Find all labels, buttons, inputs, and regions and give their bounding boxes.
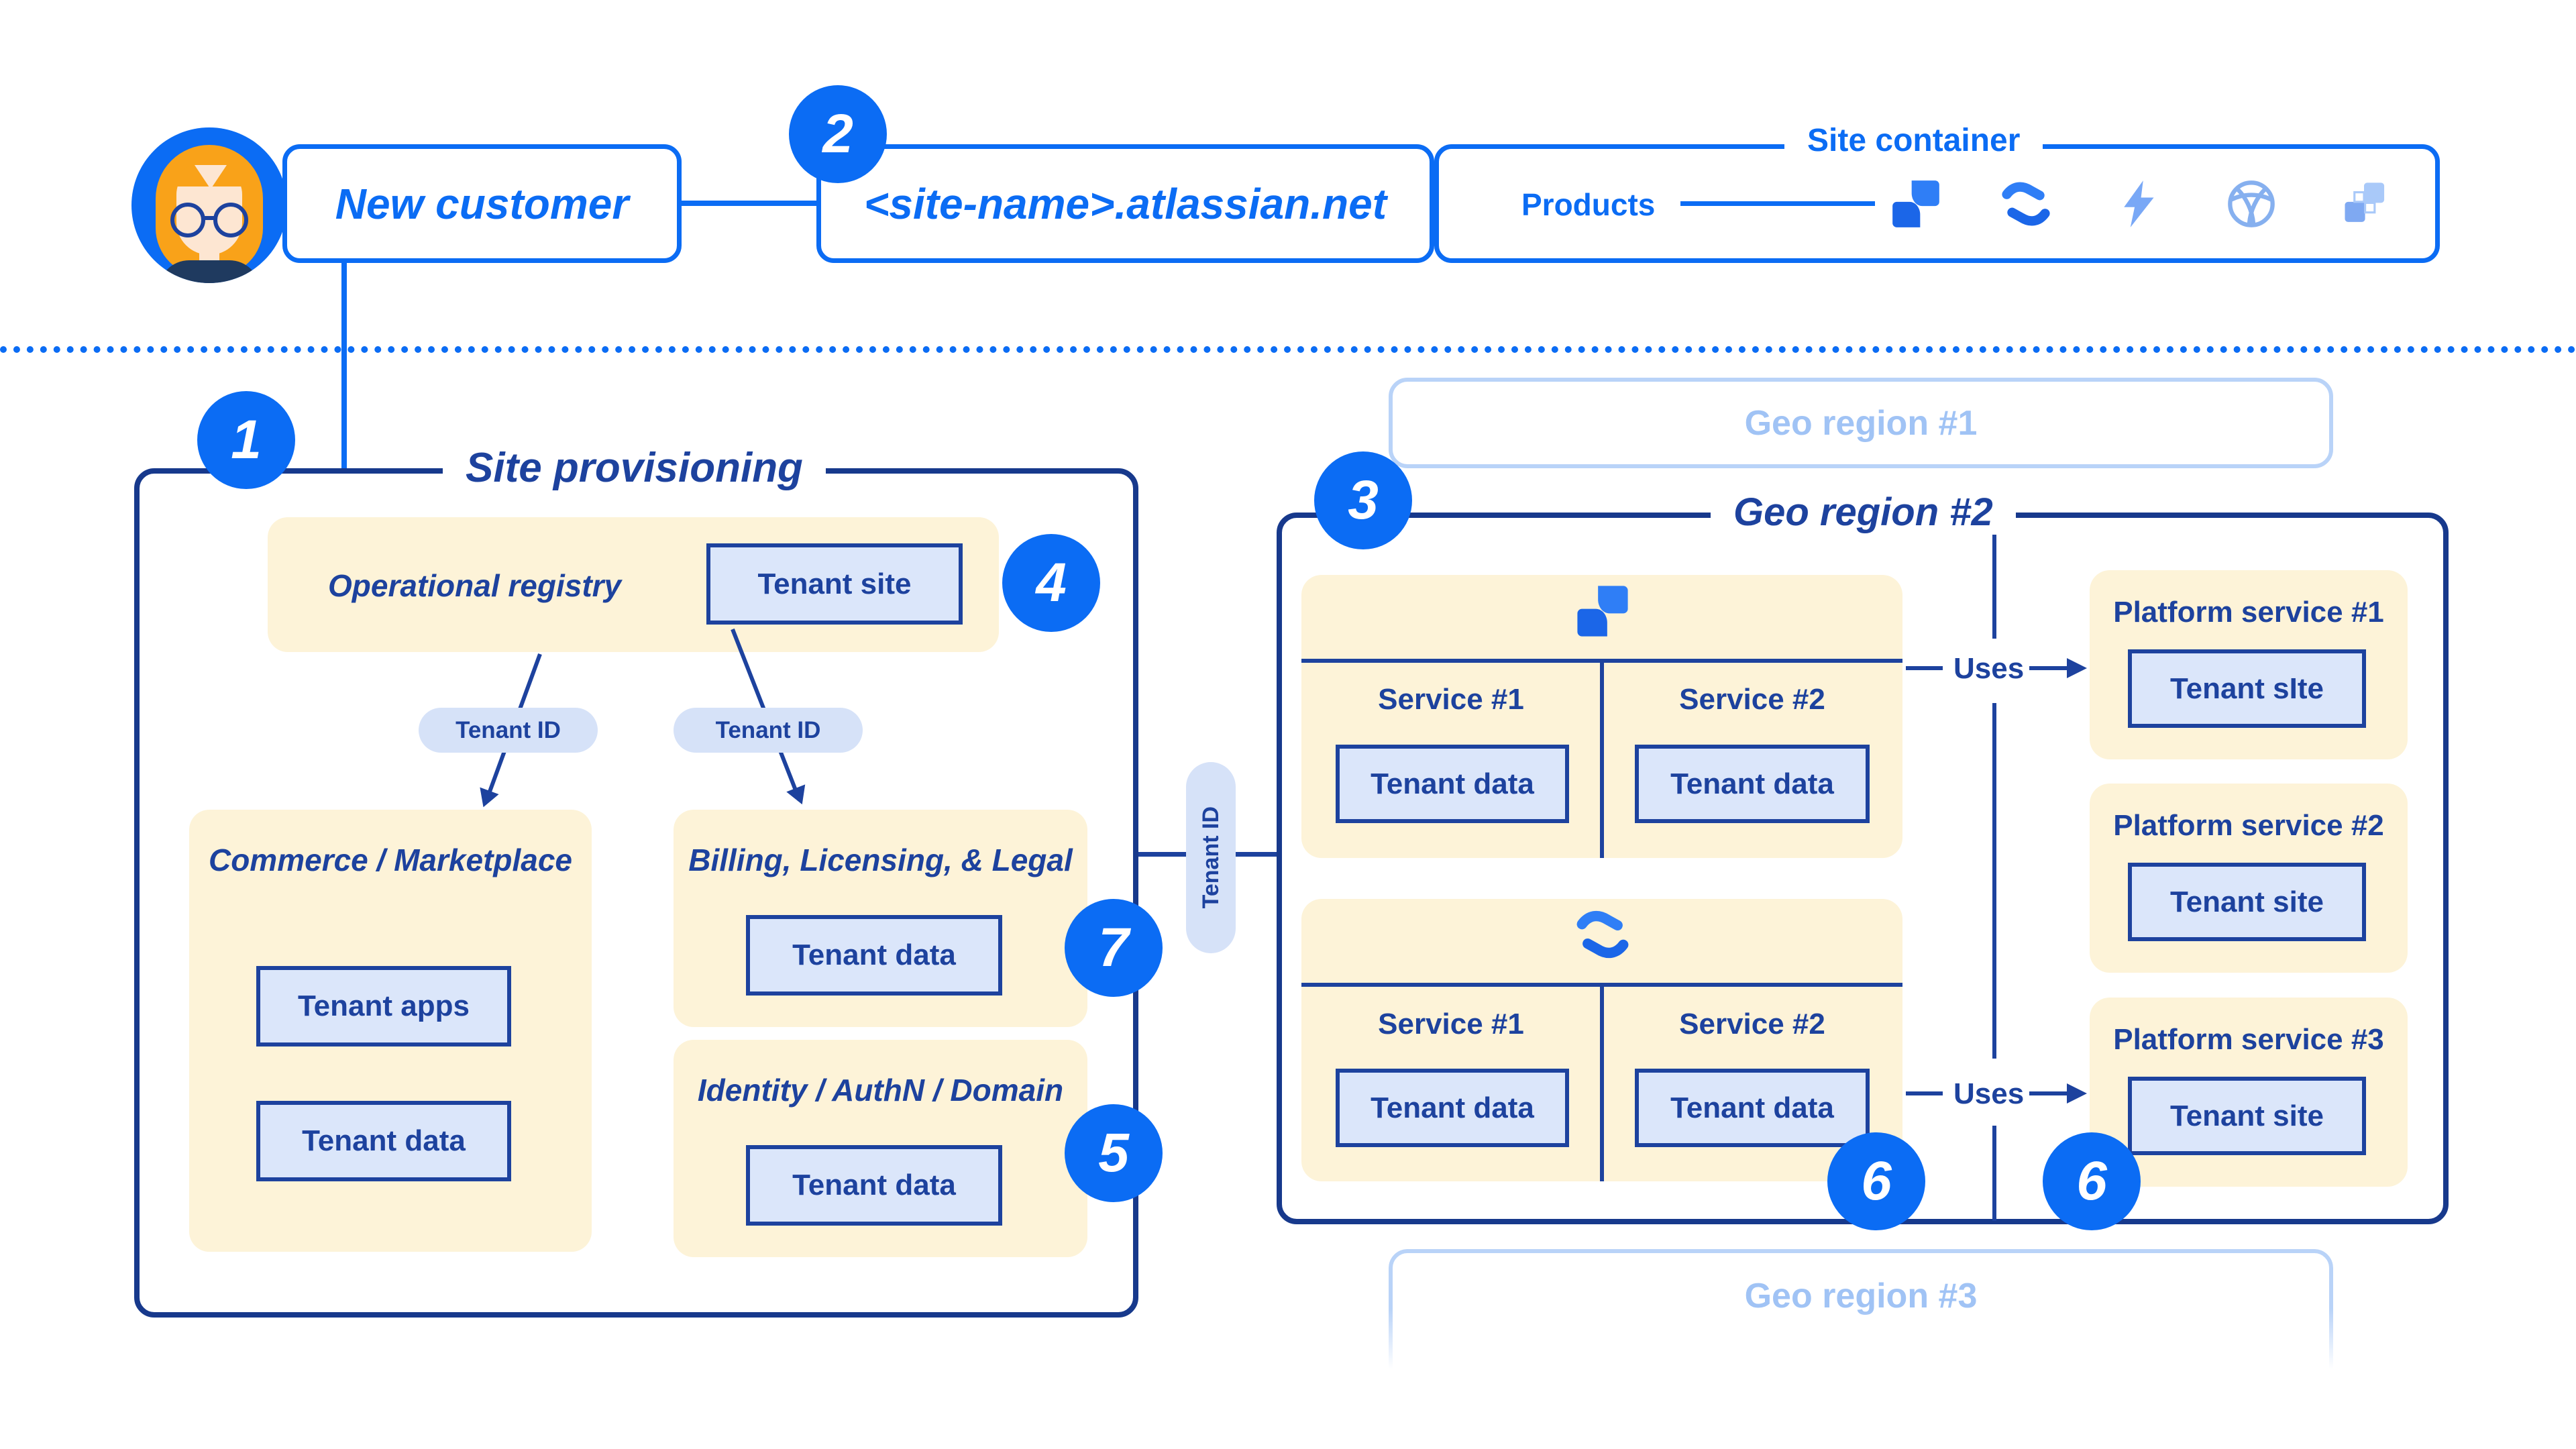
- avatar-hair-part: [195, 165, 227, 189]
- commerce-tenant-data-label: Tenant data: [302, 1124, 466, 1157]
- confluence-service-2-tenant-data-label: Tenant data: [1670, 1091, 1834, 1124]
- identity-title: Identity / AuthN / Domain: [697, 1073, 1064, 1108]
- step-badge-5-number: 5: [1098, 1122, 1129, 1183]
- site-name-box: <site-name>.atlassian.net: [816, 144, 1434, 263]
- confluence-service-2-tenant-data-box: Tenant data: [1635, 1069, 1870, 1147]
- jira-service-1-tenant-data-label: Tenant data: [1371, 767, 1534, 800]
- platform-service-3-tenant-site-box: Tenant site: [2128, 1077, 2366, 1155]
- step-badge-3: 3: [1314, 451, 1412, 549]
- squares-icon: [2345, 182, 2385, 222]
- region-divider-line: [1992, 1126, 1996, 1221]
- confluence-icon: [2002, 182, 2050, 226]
- jira-service-1-tenant-data-box: Tenant data: [1336, 745, 1569, 823]
- tenant-id-vertical-label: Tenant ID: [1197, 806, 1224, 909]
- connector-newcustomer-provisioning: [341, 263, 347, 468]
- region-divider-line: [1992, 518, 1996, 639]
- platform-service-3-tenant-site-label: Tenant site: [2169, 1099, 2324, 1132]
- uses-bottom-arrowhead: [2067, 1083, 2087, 1104]
- globe-icon: [2228, 180, 2275, 227]
- uses-bottom-label: Uses: [1953, 1077, 2025, 1110]
- step-badge-6-left-number: 6: [1861, 1150, 1892, 1212]
- jira-service-1-label: Service #1: [1378, 683, 1524, 716]
- uses-bottom-line-left: [1906, 1091, 1943, 1095]
- new-customer-label: New customer: [335, 179, 629, 228]
- uses-top-label: Uses: [1953, 652, 2025, 685]
- region-divider-line: [1992, 703, 1996, 1059]
- confluence-service-2-label: Service #2: [1679, 1008, 1825, 1040]
- tenant-id-pill-left: Tenant ID: [419, 708, 598, 753]
- step-badge-1: 1: [197, 391, 295, 489]
- step-badge-1-number: 1: [231, 409, 262, 470]
- jira-icon: [1892, 180, 1939, 227]
- uses-bottom-line-right: [2029, 1091, 2070, 1095]
- confluence-service-1-tenant-data-label: Tenant data: [1371, 1091, 1534, 1124]
- commerce-tenant-data-box: Tenant data: [256, 1101, 511, 1181]
- connector-newcustomer-sitename: [682, 201, 816, 206]
- uses-top-line-left: [1906, 666, 1943, 670]
- confluence-cluster-divider: [1600, 985, 1604, 1181]
- tenant-id-pill-right: Tenant ID: [674, 708, 863, 753]
- step-badge-6-left: 6: [1827, 1132, 1925, 1230]
- geo-region-3-label: Geo region #3: [1744, 1277, 1978, 1316]
- tenant-id-pill-right-label: Tenant ID: [715, 716, 821, 743]
- confluence-service-1-label: Service #1: [1378, 1008, 1524, 1040]
- new-customer-box: New customer: [282, 144, 682, 263]
- jira-service-2-tenant-data-box: Tenant data: [1635, 745, 1870, 823]
- site-name-label: <site-name>.atlassian.net: [863, 179, 1387, 228]
- tenant-site-label: Tenant site: [757, 567, 912, 600]
- glasses-icon: [170, 203, 205, 237]
- step-badge-3-number: 3: [1348, 470, 1379, 531]
- jira-service-2-label: Service #2: [1679, 683, 1825, 716]
- bolt-icon: [2124, 180, 2154, 227]
- billing-title: Billing, Licensing, & Legal: [688, 843, 1073, 877]
- glasses-icon: [213, 203, 248, 237]
- jira-cluster-divider: [1600, 661, 1604, 858]
- step-badge-7: 7: [1065, 899, 1163, 997]
- site-provisioning-title: Site provisioning: [443, 444, 826, 492]
- confluence-icon: [1576, 910, 1629, 959]
- confluence-service-1-tenant-data-box: Tenant data: [1336, 1069, 1569, 1147]
- billing-tenant-data-box: Tenant data: [746, 915, 1002, 996]
- glasses-bridge: [204, 216, 215, 220]
- geo-region-2-title: Geo region #2: [1711, 490, 2016, 535]
- tenant-id-vertical-pill: Tenant ID: [1186, 762, 1236, 953]
- jira-service-2-tenant-data-label: Tenant data: [1670, 767, 1834, 800]
- step-badge-6-right-number: 6: [2076, 1150, 2107, 1212]
- platform-service-2-tenant-site-box: Tenant site: [2128, 863, 2366, 941]
- site-container-title: Site container: [1784, 122, 2043, 159]
- jira-icon: [1577, 586, 1628, 637]
- uses-top-line-right: [2029, 666, 2070, 670]
- tenant-id-pill-left-label: Tenant ID: [455, 716, 561, 743]
- step-badge-5: 5: [1065, 1104, 1163, 1202]
- step-badge-2: 2: [789, 85, 887, 183]
- identity-tenant-data-box: Tenant data: [746, 1145, 1002, 1226]
- dotted-divider: [0, 346, 2576, 353]
- identity-tenant-data-label: Tenant data: [792, 1169, 956, 1201]
- step-badge-6-right: 6: [2043, 1132, 2141, 1230]
- products-connector-line: [1680, 201, 1875, 206]
- platform-service-1-title: Platform service #1: [2113, 596, 2384, 629]
- new-customer-avatar: [131, 127, 287, 283]
- step-badge-4: 4: [1002, 534, 1100, 632]
- tenant-apps-box: Tenant apps: [256, 966, 511, 1046]
- tenant-site-box: Tenant site: [706, 543, 963, 625]
- step-badge-2-number: 2: [822, 103, 853, 164]
- step-badge-7-number: 7: [1098, 917, 1129, 978]
- platform-service-2-title: Platform service #2: [2113, 809, 2384, 842]
- step-badge-4-number: 4: [1036, 552, 1067, 613]
- commerce-marketplace-title: Commerce / Marketplace: [208, 843, 573, 877]
- geo-region-1-bar: Geo region #1: [1389, 378, 2333, 468]
- billing-tenant-data-label: Tenant data: [792, 938, 956, 971]
- products-label: Products: [1521, 187, 1656, 222]
- platform-service-1-tenant-site-label: Tenant sIte: [2169, 672, 2324, 705]
- geo-region-3-bar: Geo region #3: [1389, 1249, 2333, 1449]
- operational-registry-title: Operational registry: [328, 568, 622, 603]
- platform-service-1-tenant-site-box: Tenant sIte: [2128, 649, 2366, 728]
- platform-service-3-title: Platform service #3: [2113, 1023, 2384, 1056]
- avatar-shoulders: [158, 260, 260, 283]
- uses-top-arrowhead: [2067, 658, 2087, 678]
- geo-region-1-label: Geo region #1: [1744, 403, 1978, 443]
- platform-service-2-tenant-site-label: Tenant site: [2169, 885, 2324, 918]
- tenant-apps-label: Tenant apps: [298, 989, 470, 1022]
